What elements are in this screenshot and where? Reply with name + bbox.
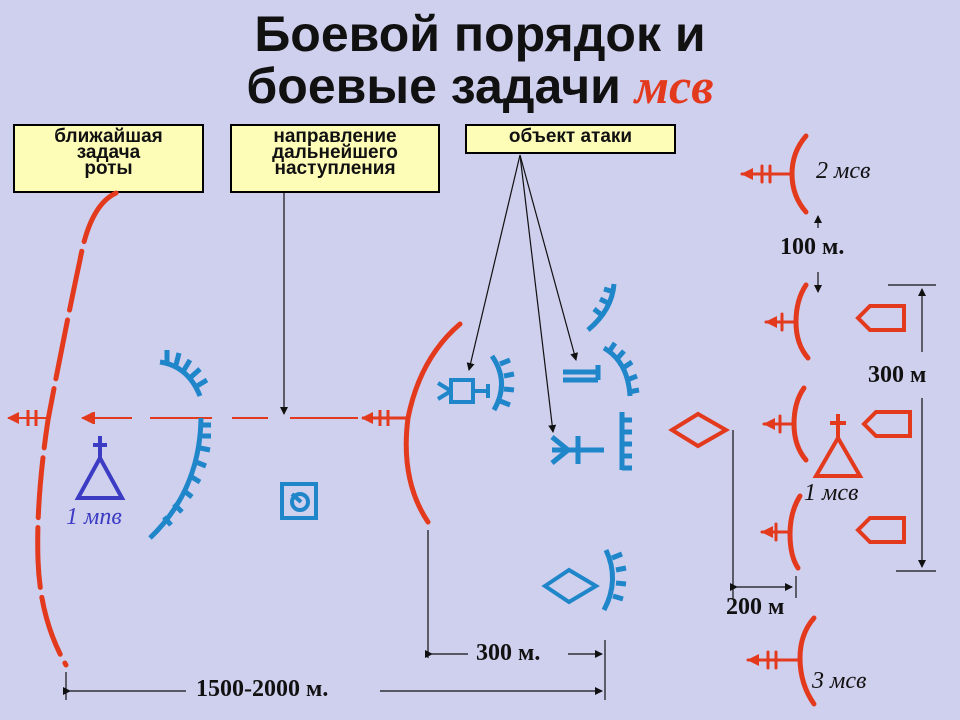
- callout-attack-object-text: объект атаки: [508, 126, 633, 147]
- label-300m-horizontal: 300 м.: [476, 640, 541, 666]
- label-total-distance: 1500-2000 м.: [196, 676, 329, 702]
- commander-symbol: [812, 414, 864, 478]
- label-200m: 200 м: [726, 594, 785, 620]
- nearest-task-line: [35, 190, 119, 668]
- enemy-square-symbol: [280, 482, 318, 520]
- callout-attack-object: объект атаки: [465, 124, 676, 154]
- label-300m-vertical: 300 м: [868, 362, 927, 388]
- enemy-arc-lower-left: [148, 417, 211, 540]
- callout-nearest-task-line-2: задача: [76, 142, 141, 163]
- advance-direction: [7, 410, 358, 426]
- title-text-1: Боевой порядок и: [254, 6, 706, 62]
- title-line-2: боевые задачи мсв: [0, 60, 960, 112]
- distance-300-h: [425, 530, 606, 700]
- callout-nearest-task-line-3: роты: [84, 158, 133, 179]
- label-100m: 100 м.: [780, 234, 845, 260]
- callout-direction: направление дальнейшего наступления: [230, 124, 440, 193]
- label-mpv: 1 мпв: [66, 504, 122, 530]
- callout-direction-line-2: дальнейшего: [272, 142, 398, 163]
- enemy-tank-object: [436, 378, 490, 404]
- squad-upper: [764, 282, 811, 361]
- vehicle-symbols: [855, 304, 912, 544]
- distance-200: [730, 430, 797, 598]
- enemy-arc-upper-left: [159, 350, 209, 397]
- squad-1: [762, 385, 809, 463]
- attack-object-leaders: [466, 154, 579, 433]
- distance-total: [63, 672, 603, 700]
- label-msv1: 1 мсв: [804, 480, 859, 506]
- distance-300-v: [888, 284, 936, 572]
- squad-2: [740, 133, 809, 215]
- enemy-diamond-object: [541, 567, 600, 605]
- squad-lower: [760, 493, 803, 571]
- callout-nearest-task-line-1: ближайшая: [54, 126, 163, 147]
- enemy-antitank-symbol: [550, 435, 604, 465]
- enemy-arc-object-1: [489, 354, 515, 412]
- title-accent: мсв: [634, 58, 714, 114]
- mpv-symbol: [74, 436, 126, 500]
- red-diamond-objective: [668, 411, 731, 449]
- enemy-arc-object-5: [601, 548, 627, 612]
- title-line-1: Боевой порядок и: [0, 8, 960, 60]
- title-text-2: боевые задачи: [246, 58, 635, 114]
- enemy-arc-object-2: [602, 341, 640, 397]
- callout-direction-line-1: направление: [273, 126, 397, 147]
- own-forces-line: [361, 321, 463, 525]
- label-msv2: 2 мсв: [816, 158, 871, 184]
- callout-direction-line-3: наступления: [274, 158, 396, 179]
- enemy-arc-object-3: [586, 283, 617, 332]
- enemy-arc-object-4: [619, 412, 632, 471]
- squad-3: [746, 615, 817, 707]
- callout-nearest-task: ближайшая задача роты: [13, 124, 204, 193]
- enemy-atgm-symbol: [563, 365, 601, 383]
- label-msv3: 3 мсв: [812, 668, 867, 694]
